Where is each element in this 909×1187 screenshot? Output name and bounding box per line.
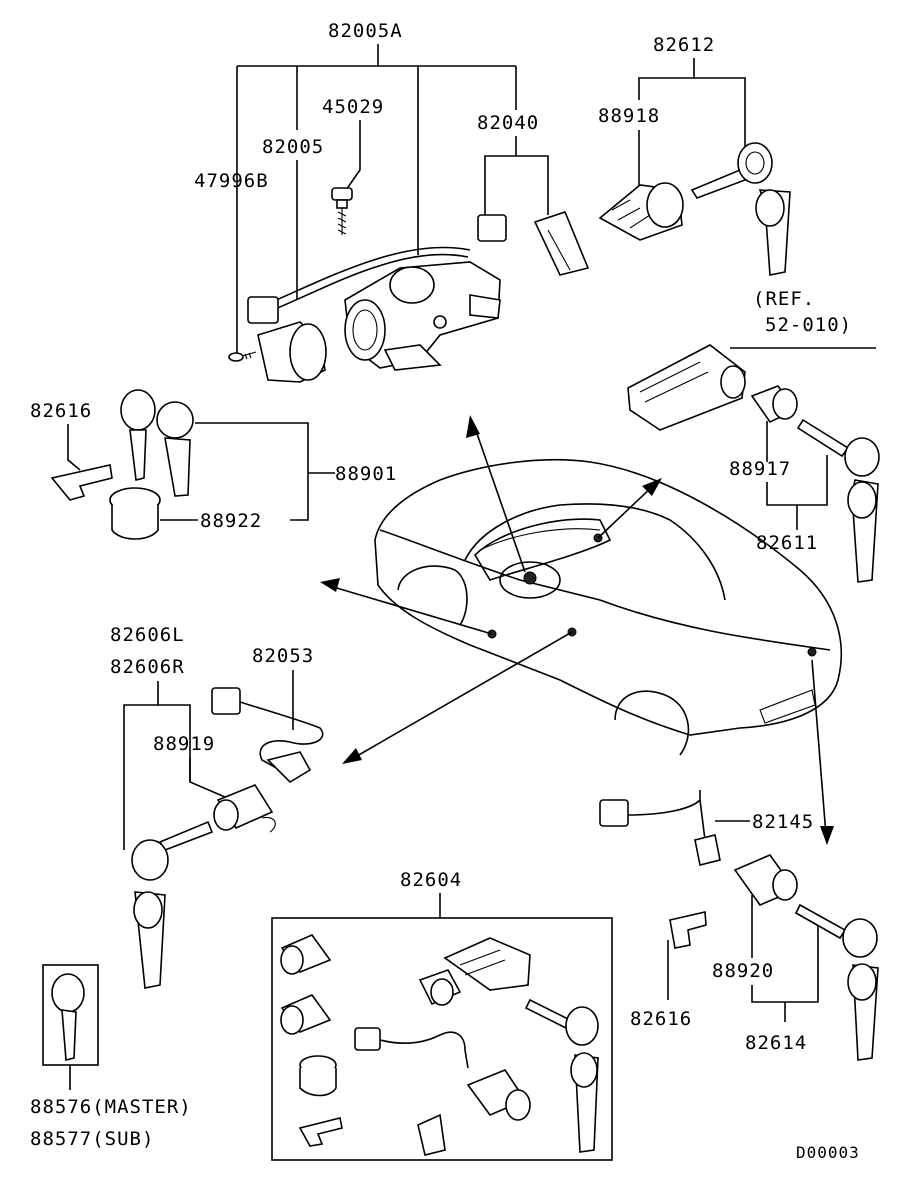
connector-82053	[211, 687, 241, 715]
wire-harness	[264, 246, 471, 306]
leader-88919	[189, 758, 233, 801]
key-set-82612-group: 82612 88918	[598, 34, 791, 276]
label-88919: 88919	[153, 733, 215, 755]
leader-82612-right	[694, 77, 746, 155]
pointer-arrows	[320, 415, 834, 845]
bracket-88901	[195, 422, 309, 473]
label-45029: 45029	[322, 96, 384, 118]
label-82606R: 82606R	[110, 656, 185, 678]
master-sub-key-group: 88576(MASTER) 88577(SUB)	[30, 964, 192, 1150]
wire-harness-2	[267, 253, 469, 313]
label-47996B: 47996B	[194, 170, 269, 192]
master-key-drawing	[51, 973, 85, 1013]
bracket-82606-left	[123, 681, 159, 850]
front-wheel	[397, 565, 468, 626]
label-88917: 88917	[729, 458, 791, 480]
label-88922: 88922	[200, 510, 262, 532]
key-set-88901-group: 82616 88901 88922	[30, 389, 397, 540]
glovebox-handle	[627, 344, 746, 431]
connector-82145	[599, 799, 629, 827]
bracket-82606-right	[158, 704, 191, 782]
key-82611-a	[796, 418, 850, 458]
label-88576: 88576(MASTER)	[30, 1096, 192, 1118]
leader-82616-top	[67, 424, 81, 471]
label-82040: 82040	[477, 112, 539, 134]
trunk-lock-group: 82145 88920 82614 82616	[599, 790, 879, 1061]
leader-45029	[345, 120, 361, 191]
label-82145: 82145	[752, 811, 814, 833]
clip-82616-top	[50, 464, 113, 501]
lock-set-box	[271, 917, 613, 1161]
label-88920: 88920	[712, 960, 774, 982]
door-lock-group: 82606L 82606R 82053 88919	[110, 624, 324, 989]
lock-set-82604-group: 82604	[271, 869, 613, 1161]
clip-82616-bottom	[669, 911, 707, 949]
bracket-88901-low	[290, 473, 309, 521]
key-82612-a	[690, 168, 747, 199]
label-82611: 82611	[756, 532, 818, 554]
leader-82040-left	[484, 136, 517, 215]
steering-wheel	[499, 561, 561, 599]
label-82606L: 82606L	[110, 624, 185, 646]
leader-82612-left	[638, 58, 695, 100]
glovebox-lock-group: (REF. 52-010) 88917 82611	[627, 288, 880, 583]
label-82616-bottom: 82616	[630, 1008, 692, 1030]
screw-47996B-drawing	[228, 351, 257, 362]
key-82606-a	[158, 820, 214, 851]
label-82604: 82604	[400, 869, 462, 891]
label-82616-top: 82616	[30, 400, 92, 422]
diagram-code: D00003	[796, 1143, 860, 1162]
label-ref-num: 52-010)	[765, 314, 852, 336]
label-88901: 88901	[335, 463, 397, 485]
label-88577: 88577(SUB)	[30, 1128, 154, 1150]
key-88901-b	[156, 401, 194, 439]
dashboard	[473, 518, 612, 581]
connector-left	[247, 296, 279, 324]
leader-82040-right	[516, 155, 549, 215]
label-88918: 88918	[598, 105, 660, 127]
label-82612: 82612	[653, 34, 715, 56]
cover-82040	[533, 211, 590, 276]
label-82005A: 82005A	[328, 20, 403, 42]
label-82614: 82614	[745, 1032, 807, 1054]
ignition-assembly-group: 82005A 45029 82005 47996B 82040	[194, 20, 590, 383]
key-88901-a	[120, 389, 156, 431]
car-outline	[374, 458, 843, 756]
connector-82040	[477, 214, 507, 242]
label-82005: 82005	[262, 136, 324, 158]
bolt-45029-drawing	[331, 187, 353, 235]
label-82053: 82053	[252, 645, 314, 667]
label-ref: (REF.	[753, 288, 815, 310]
rear-wheel	[614, 690, 690, 756]
